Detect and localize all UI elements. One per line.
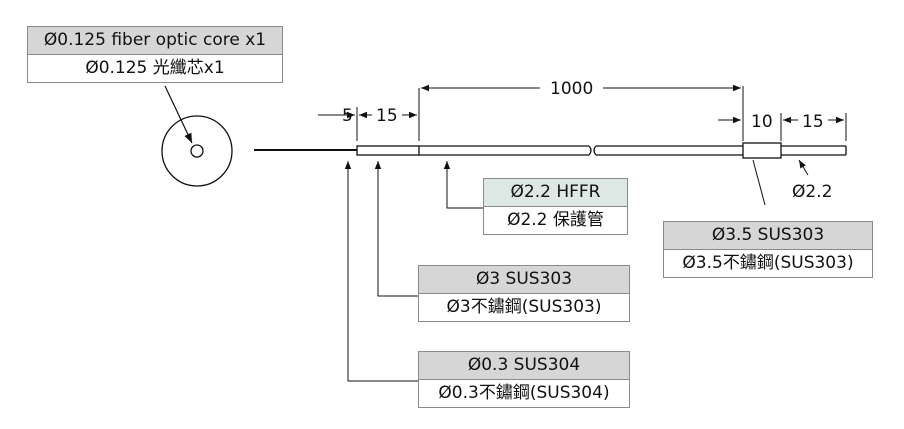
- dimension-1000: 1000: [421, 79, 744, 141]
- label-sus303-right-zh: Ø3.5不鏽鋼(SUS303): [682, 253, 854, 273]
- label-sus304-zh: Ø0.3不鏽鋼(SUS304): [438, 383, 610, 403]
- label-sus303-left-zh: Ø3不鏽鋼(SUS303): [446, 297, 602, 317]
- sus304-tube-body: [356, 145, 420, 156]
- label-sus303-left: Ø3 SUS303 Ø3不鏽鋼(SUS303): [418, 265, 630, 322]
- label-core-zh: Ø0.125 光纖芯x1: [85, 58, 225, 78]
- dimension-5: 5: [318, 106, 358, 141]
- dimension-15-right: 15: [783, 112, 847, 141]
- tail-diameter-callout: Ø2.2: [792, 159, 832, 202]
- dimension-15-left: 15: [359, 88, 420, 141]
- leader-hffr: [446, 170, 484, 209]
- dim-15-right-text: 15: [802, 112, 824, 132]
- label-hffr-en: Ø2.2 HFFR: [484, 179, 627, 207]
- label-hffr-zh: Ø2.2 保護管: [507, 210, 604, 230]
- hffr-tube-body: [419, 145, 743, 156]
- sus303-sleeve-body: [742, 142, 782, 159]
- label-core-en: Ø0.125 fiber optic core x1: [28, 27, 282, 55]
- leader-sus303-left: [377, 170, 418, 297]
- leader-sus304: [347, 170, 418, 382]
- label-sus303-right: Ø3.5 SUS303 Ø3.5不鏽鋼(SUS303): [663, 221, 873, 278]
- dim-5-text: 5: [342, 106, 353, 126]
- label-sus303-right-en: Ø3.5 SUS303: [664, 222, 872, 250]
- cross-section-view: [161, 85, 233, 187]
- label-sus304: Ø0.3 SUS304 Ø0.3不鏽鋼(SUS304): [418, 351, 630, 408]
- label-sus303-left-en: Ø3 SUS303: [419, 266, 629, 294]
- tail-diameter-text: Ø2.2: [792, 182, 832, 202]
- dim-1000-text: 1000: [550, 79, 593, 99]
- tail-tube-body: [781, 145, 847, 156]
- label-hffr: Ø2.2 HFFR Ø2.2 保護管: [483, 178, 628, 235]
- dim-10-text: 10: [751, 112, 773, 132]
- dimension-10: 10: [718, 112, 782, 141]
- label-sus304-en: Ø0.3 SUS304: [419, 352, 629, 380]
- label-core: Ø0.125 fiber optic core x1 Ø0.125 光纖芯x1: [27, 26, 283, 83]
- leader-lines: [344, 159, 766, 382]
- dim-15-left-text: 15: [376, 106, 398, 126]
- leader-sus303-right: [752, 159, 766, 206]
